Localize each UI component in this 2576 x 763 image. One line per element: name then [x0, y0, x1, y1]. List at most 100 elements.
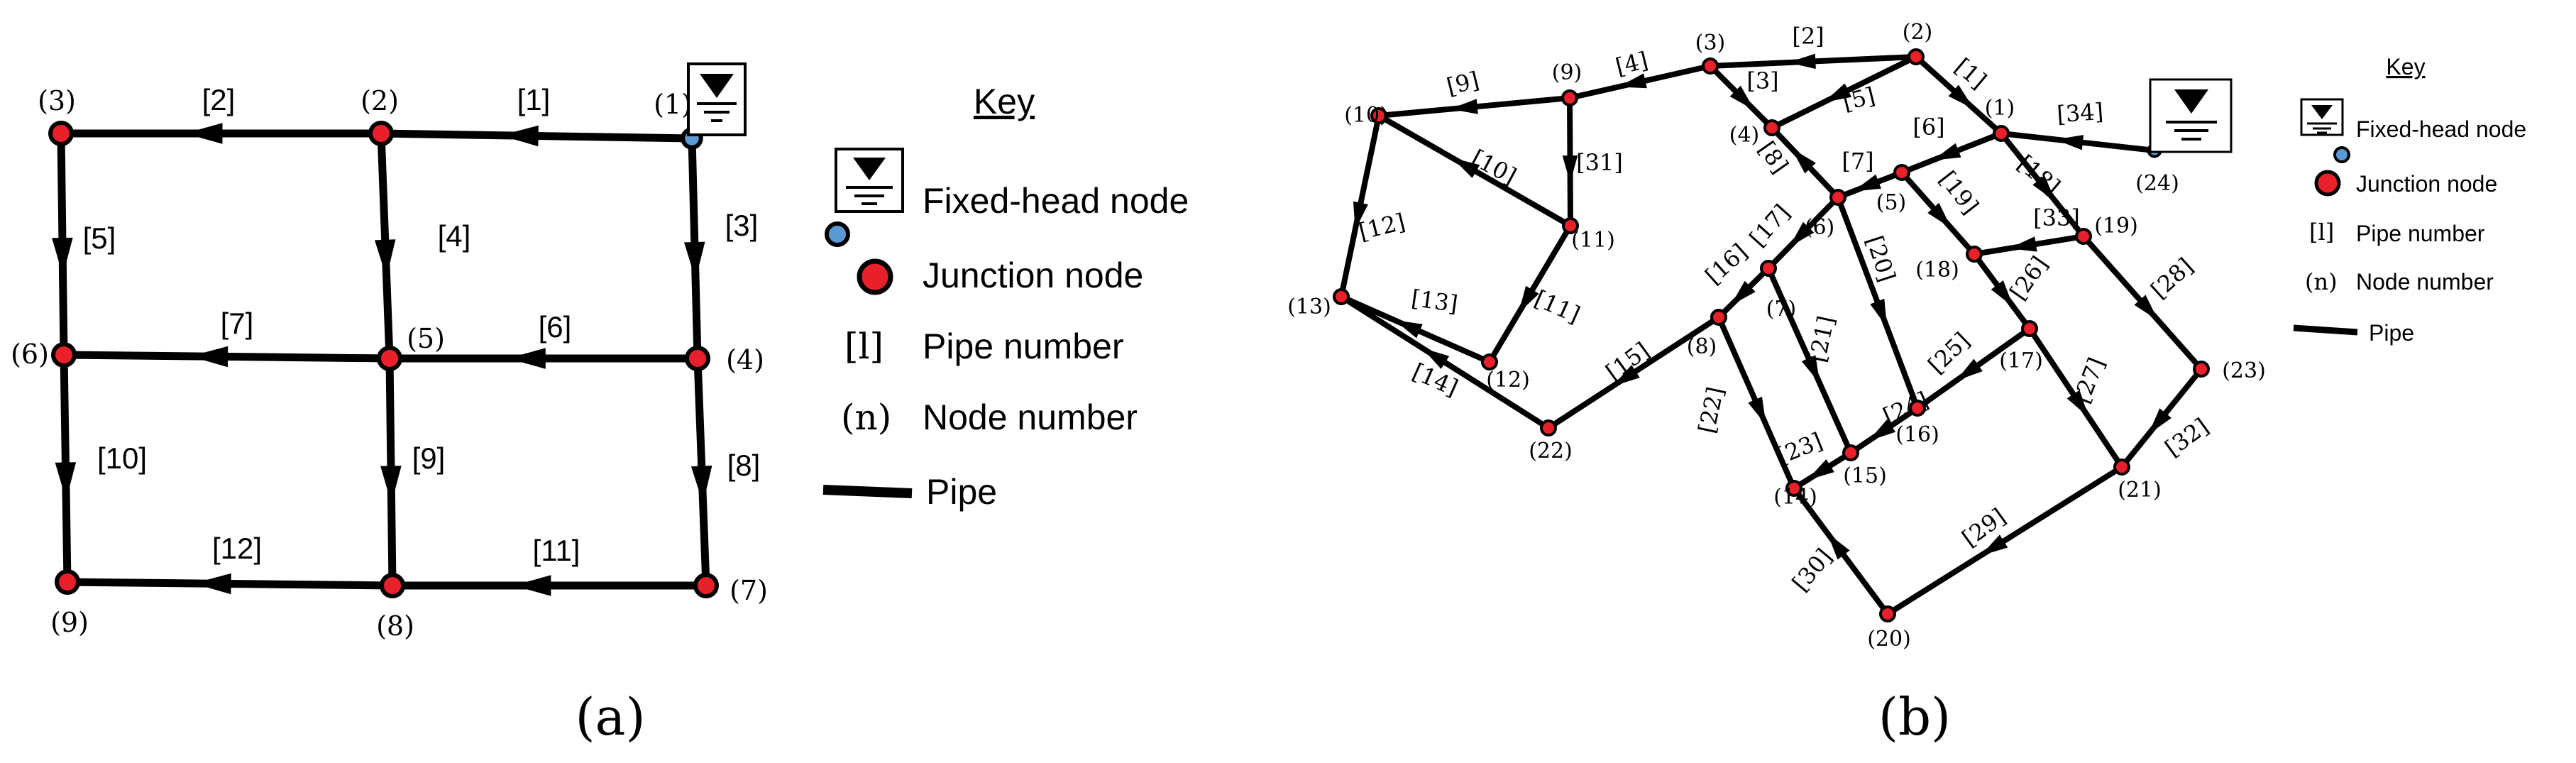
junction-node	[1785, 480, 1802, 497]
reservoir-icon	[2300, 98, 2344, 136]
legend-pipe-number-symbol: [l]	[2309, 219, 2334, 246]
flow-arrow-icon	[185, 123, 223, 144]
legend-fixed-head: Fixed-head node	[923, 181, 1189, 221]
network-a-node-labels: (3) (2) (1) (6) (5) (4) (9) (8) (7)	[11, 85, 768, 642]
caption-b: (b)	[1878, 687, 1951, 747]
node-label: (7)	[1766, 297, 1797, 322]
flow-arrow-icon	[684, 241, 705, 280]
node-label: (13)	[1287, 295, 1331, 319]
flow-arrow-icon	[1991, 280, 2014, 307]
legend-node-number: Node number	[2356, 269, 2494, 295]
flow-arrow-icon	[1980, 534, 2008, 556]
pipe-label: [13]	[1409, 285, 1459, 318]
junction-node	[368, 121, 394, 146]
node-label: (22)	[1529, 439, 1573, 463]
junction-node	[51, 342, 77, 368]
pipe-label: [14]	[1409, 358, 1462, 401]
node-label: (5)	[407, 323, 445, 354]
legend-junction: Junction node	[2356, 171, 2497, 197]
flow-arrow-icon	[1450, 99, 1478, 114]
flow-arrow-icon	[380, 466, 402, 504]
flow-arrow-icon	[1789, 221, 1815, 247]
node-label: (3)	[38, 85, 76, 116]
node-label: (10)	[1344, 103, 1388, 128]
flow-arrow-icon	[1870, 298, 1887, 327]
legend-pipe: Pipe	[926, 472, 997, 512]
pipe-label: [31]	[1576, 149, 1623, 176]
flow-arrow-icon	[507, 348, 546, 369]
node-label: (19)	[2094, 214, 2138, 238]
pipe-symbol	[822, 485, 913, 498]
junction-node-symbol	[2314, 170, 2341, 197]
junction-node	[1879, 605, 1896, 622]
node-label: (11)	[1571, 228, 1615, 253]
pipe-label: [7]	[1842, 148, 1873, 175]
legend-pipe-number: Pipe number	[923, 326, 1124, 366]
network-a-nodes	[48, 121, 719, 598]
junction-node	[685, 346, 710, 371]
node-label: (20)	[1867, 627, 1911, 652]
flow-arrow-icon	[1948, 84, 1974, 109]
pipe-line	[1885, 464, 2125, 617]
pipe-label: [28]	[2146, 253, 2198, 304]
flow-arrow-icon	[1748, 396, 1766, 425]
flow-arrow-icon	[374, 239, 396, 278]
node-label: (7)	[730, 575, 768, 606]
flow-arrow-icon	[1827, 532, 1850, 560]
flow-arrow-icon	[1791, 148, 1816, 174]
flow-arrow-icon	[1353, 201, 1368, 230]
flow-arrow-icon	[1618, 73, 1647, 89]
junction-node	[1760, 260, 1777, 277]
pipe-label: [3]	[725, 209, 759, 242]
pipe-label: [2]	[1792, 23, 1824, 50]
legend-b: Key Fixed-head node Junction node [l] Pi…	[2293, 54, 2526, 346]
node-label: (1)	[654, 89, 692, 120]
node-label: (2)	[1903, 20, 1933, 45]
flow-arrow-icon	[1788, 53, 1816, 70]
pipe-label: [12]	[1356, 208, 1408, 246]
flow-arrow-icon	[2055, 135, 2084, 150]
node-label: (6)	[11, 339, 49, 370]
node-label: (8)	[376, 610, 414, 642]
flow-arrow-icon	[1868, 419, 1896, 441]
legend-pipe-number-symbol: [l]	[844, 326, 884, 367]
node-label: (3)	[1695, 31, 1726, 55]
junction-node	[48, 121, 74, 146]
pipe-label: [3]	[1746, 67, 1778, 94]
junction-node	[1561, 89, 1578, 106]
node-label: (9)	[50, 607, 89, 638]
node-label: (21)	[2118, 478, 2162, 503]
junction-node	[1842, 444, 1859, 461]
flow-arrow-icon	[2066, 390, 2089, 417]
pipe-label: [5]	[83, 221, 116, 255]
fixed-head-node-symbol	[2333, 146, 2350, 163]
junction-node	[2021, 320, 2038, 337]
junction-node	[1710, 309, 1727, 326]
pipe-label: [11]	[1531, 285, 1584, 328]
junction-node	[1333, 288, 1350, 305]
pipe-label: [6]	[1912, 114, 1944, 141]
pipe-label: [23]	[1773, 427, 1826, 470]
network-b-pipes	[1338, 53, 2204, 617]
pipe-label: [4]	[438, 219, 471, 253]
reservoir-icon	[2149, 78, 2233, 153]
legend-node-number: Node number	[923, 397, 1138, 437]
pipe-label: [8]	[727, 449, 761, 482]
junction-node	[1893, 164, 1910, 181]
node-label: (4)	[726, 344, 764, 375]
flow-arrow-icon	[55, 462, 77, 500]
node-label: (12)	[1486, 368, 1530, 393]
network-b-nodes	[1333, 48, 2210, 622]
node-label: (16)	[1895, 422, 1939, 447]
junction-node	[1829, 189, 1846, 206]
flow-arrow-icon	[1853, 174, 1881, 192]
junction-node	[377, 346, 402, 371]
junction-node	[2193, 361, 2210, 378]
flow-arrow-icon	[1956, 358, 1983, 381]
reservoir-icon	[835, 148, 904, 213]
legend-node-number-symbol: (n)	[841, 397, 891, 438]
junction-node	[1481, 353, 1498, 370]
node-label: (2)	[360, 85, 399, 116]
flow-arrow-icon	[1612, 365, 1640, 387]
